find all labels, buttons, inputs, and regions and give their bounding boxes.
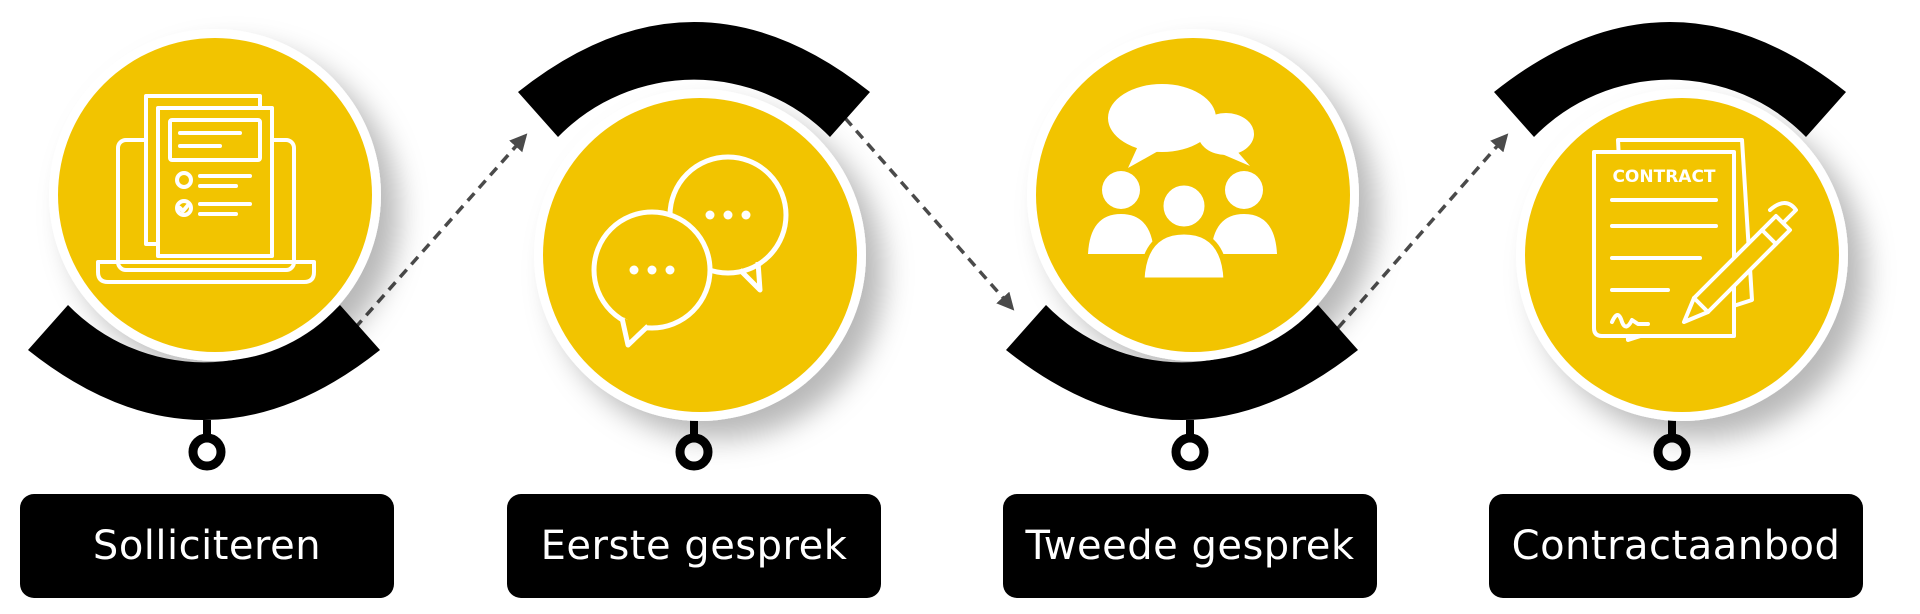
step-2-arc [518, 22, 870, 137]
step-1-arc [28, 305, 380, 420]
step-2 [518, 22, 870, 471]
step-3 [1006, 29, 1359, 471]
step-4-label: Contractaanbod [1511, 523, 1841, 569]
step-3-arc [1006, 305, 1358, 420]
step-2-pin [675, 433, 713, 471]
step-4: CONTRACT [1494, 22, 1848, 471]
step-2-label: Eerste gesprek [540, 523, 848, 569]
connectors [353, 116, 1509, 330]
step-4-pin [1653, 433, 1691, 471]
step-1-label-box: Solliciteren [20, 494, 394, 598]
step-3-label-box: Tweede gesprek [1003, 494, 1377, 598]
step-1-pin [188, 433, 226, 471]
contract-signing-icon: CONTRACT [1592, 138, 1798, 342]
step-3-pin [1171, 433, 1209, 471]
connector-1-2 [353, 133, 528, 330]
step-3-label: Tweede gesprek [1025, 523, 1355, 569]
laptop-application-icon [96, 94, 316, 284]
step-4-arc [1494, 22, 1846, 137]
chat-bubbles-icon [591, 154, 789, 348]
group-discussion-icon [1088, 84, 1277, 283]
connector-3-4 [1336, 133, 1509, 330]
connector-2-3 [843, 116, 1015, 311]
contract-icon-text: CONTRACT [1612, 167, 1715, 187]
step-1 [28, 29, 381, 471]
step-4-label-box: Contractaanbod [1489, 494, 1863, 598]
step-1-label: Solliciteren [92, 523, 322, 569]
step-2-label-box: Eerste gesprek [507, 494, 881, 598]
